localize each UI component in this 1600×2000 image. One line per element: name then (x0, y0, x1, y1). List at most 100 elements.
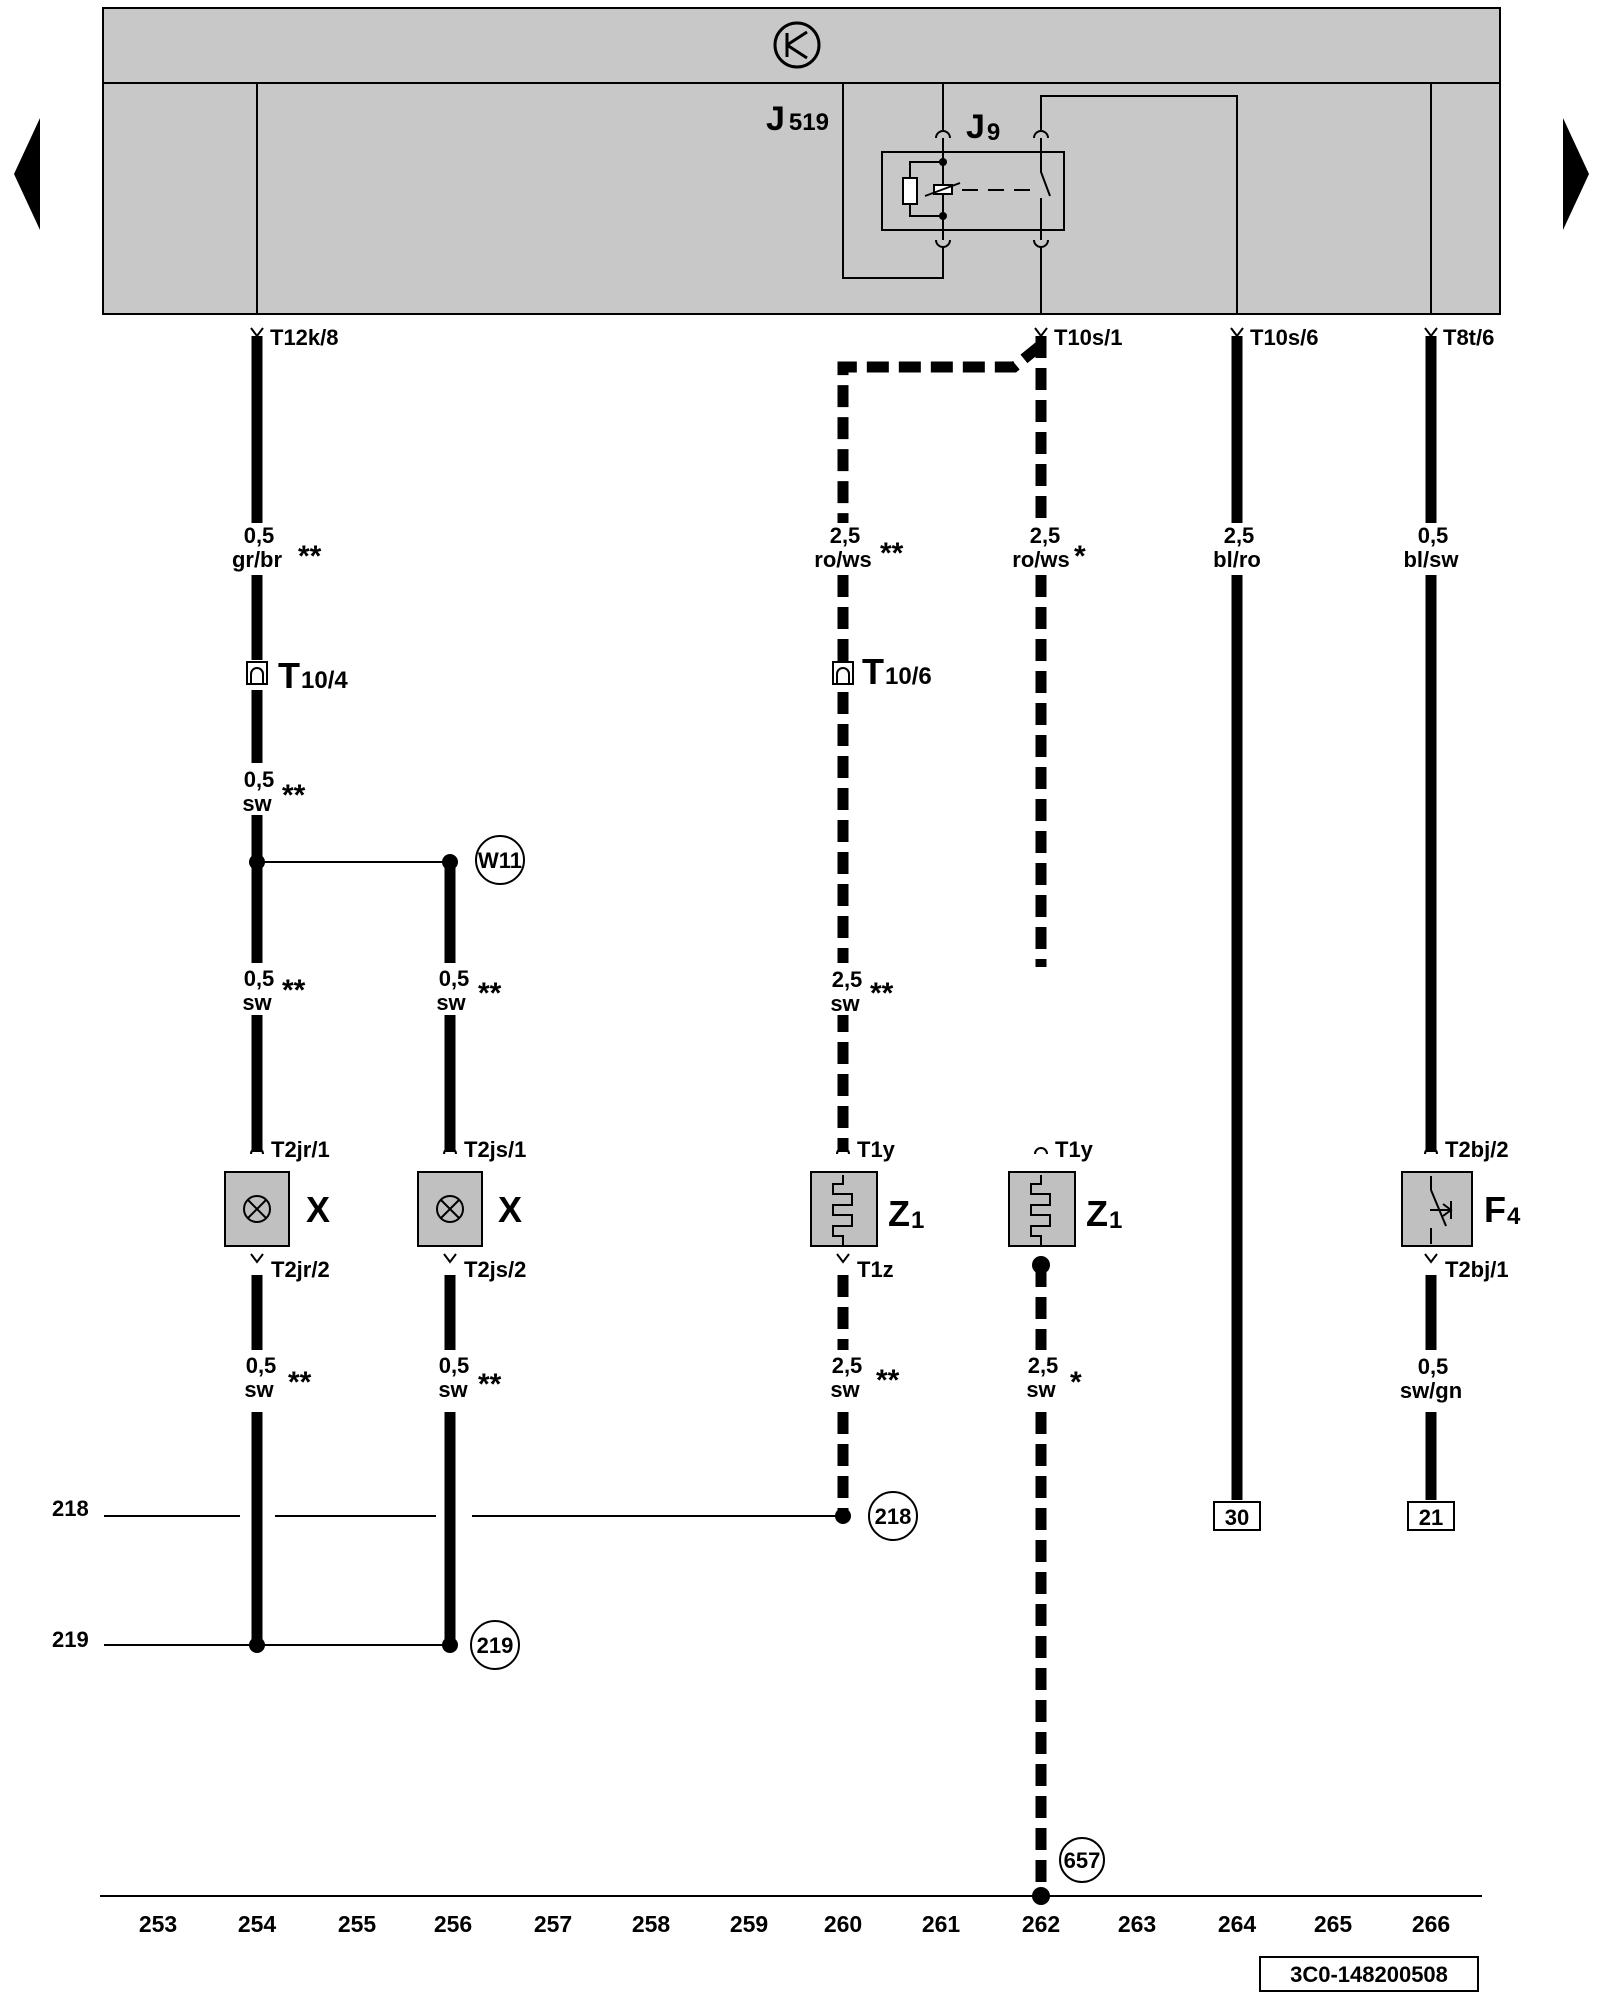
connector-t2jr1: T2jr/1 (271, 1137, 330, 1162)
connector-arrow-icon (443, 1253, 457, 1264)
axis-label-256: 256 (434, 1911, 472, 1937)
heating-element-icon (810, 1171, 878, 1247)
axis-label-258: 258 (632, 1911, 671, 1937)
electronics-icon (773, 21, 821, 69)
axis-label-260: 260 (824, 1911, 862, 1937)
left-ref-219: 219 (52, 1627, 89, 1652)
document-id: 3C0-148200508 (1290, 1962, 1448, 1987)
wire-264-size: 2,5 (1224, 523, 1255, 548)
triangle-left-icon[interactable] (14, 118, 40, 230)
note-254-top: ** (298, 540, 322, 573)
note-262-bot: * (1070, 1366, 1082, 1399)
brake-switch-icon (1401, 1171, 1473, 1247)
wire-260-low-color: sw (830, 991, 860, 1016)
ref-w11-circle (475, 835, 525, 885)
note-262-top: * (1074, 540, 1086, 573)
wire-254-top-color: gr/br (232, 547, 283, 572)
control-unit-panel (102, 7, 1501, 315)
connector-arrow-icon (250, 327, 264, 338)
wire-260-top-size: 2,5 (830, 523, 861, 548)
axis-label-263: 263 (1118, 1911, 1156, 1937)
axis-label-261: 261 (922, 1911, 961, 1937)
axis-label-257: 257 (534, 1911, 572, 1937)
component-f4: F4 (1484, 1189, 1521, 1230)
connector-icon-t10-4 (246, 661, 268, 685)
axis-label-259: 259 (730, 1911, 768, 1937)
wire-260-low-size: 2,5 (832, 967, 863, 992)
connector-arrow-icon (836, 1253, 850, 1264)
terminal-30: 30 (1225, 1505, 1249, 1530)
axis-label-265: 265 (1314, 1911, 1353, 1937)
component-z1-262: Z1 (1086, 1193, 1122, 1234)
axis-label-266: 266 (1412, 1911, 1450, 1937)
note-260-bot: ** (876, 1364, 900, 1397)
connector-t10s6: T10s/6 (1250, 325, 1319, 350)
connector-t2bj1: T2bj/1 (1445, 1257, 1509, 1282)
wire-260-top-color: ro/ws (814, 547, 871, 572)
lamp-icon (224, 1171, 290, 1247)
wire-266-bot-size: 0,5 (1418, 1354, 1449, 1379)
heating-element-icon (1008, 1171, 1076, 1247)
note-260-low: ** (870, 977, 894, 1010)
ref-657: 657 (1064, 1848, 1101, 1873)
relay-label: J9 (966, 108, 1000, 146)
connector-socket-icon (1034, 1147, 1048, 1155)
lamp-icon (417, 1171, 483, 1247)
connector-t8t6: T8t/6 (1443, 325, 1494, 350)
connector-t2jr2: T2jr/2 (271, 1257, 330, 1282)
connector-t1y-262: T1y (1055, 1137, 1094, 1162)
relay-j9 (842, 83, 1238, 314)
wire-262-top-size: 2,5 (1030, 523, 1061, 548)
connector-t10s1: T10s/1 (1054, 325, 1123, 350)
wire-262-bot-color: sw (1026, 1377, 1056, 1402)
wire-260-bot-color: sw (830, 1377, 860, 1402)
component-z1-260: Z1 (888, 1193, 924, 1234)
connector-t2bj2: T2bj/2 (1445, 1137, 1509, 1162)
note-254-low: ** (282, 974, 306, 1007)
wire-254-mid-color: sw (242, 791, 272, 816)
axis-label-264: 264 (1218, 1911, 1257, 1937)
note-256-bot: ** (478, 1368, 502, 1401)
triangle-right-icon[interactable] (1563, 118, 1589, 230)
wire-266-top-color: bl/sw (1403, 547, 1459, 572)
ref-w11: W11 (478, 848, 522, 873)
wire-254-low-size: 0,5 (244, 966, 275, 991)
wire-254-bot-size: 0,5 (246, 1353, 277, 1378)
note-256-low: ** (478, 977, 502, 1010)
connector-arrow-icon (1034, 327, 1048, 338)
wire-256-low-size: 0,5 (439, 966, 470, 991)
connector-t1y-260: T1y (857, 1137, 896, 1162)
note-254-bot: ** (288, 1366, 312, 1399)
connector-arrow-icon (1230, 327, 1244, 338)
connector-arrow-icon (250, 1253, 264, 1264)
wire-256-low-color: sw (436, 990, 466, 1015)
wire-262-top-color: ro/ws (1012, 547, 1069, 572)
wire-254-bot-color: sw (244, 1377, 274, 1402)
wire-260-bot-size: 2,5 (832, 1353, 863, 1378)
wire-256-bot-size: 0,5 (439, 1353, 470, 1378)
terminal-21: 21 (1419, 1505, 1443, 1530)
left-ref-218: 218 (52, 1496, 89, 1521)
connector-t2js1: T2js/1 (464, 1137, 526, 1162)
wire-266-bot-color: sw/gn (1400, 1378, 1462, 1403)
connector-t2js2: T2js/2 (464, 1257, 526, 1282)
wire-254-top-size: 0,5 (244, 523, 275, 548)
connector-arrow-icon (1424, 1253, 1438, 1264)
axis-label-254: 254 (238, 1911, 277, 1937)
axis-label-255: 255 (338, 1911, 377, 1937)
ref-218: 218 (875, 1504, 912, 1529)
connector-t12k8: T12k/8 (270, 325, 339, 350)
wire-254-mid-size: 0,5 (244, 767, 275, 792)
wire-266-top-size: 0,5 (1418, 523, 1449, 548)
connector-t1z: T1z (857, 1257, 894, 1282)
ref-219: 219 (477, 1633, 514, 1658)
connector-arrow-icon (1424, 327, 1438, 338)
axis-label-253: 253 (139, 1911, 177, 1937)
wire-254-low-color: sw (242, 990, 272, 1015)
note-254-mid: ** (282, 779, 306, 812)
component-x2: X (498, 1189, 522, 1230)
connector-t10-6: T10/6 (862, 651, 932, 692)
component-x1: X (306, 1189, 330, 1230)
axis-label-262: 262 (1022, 1911, 1060, 1937)
